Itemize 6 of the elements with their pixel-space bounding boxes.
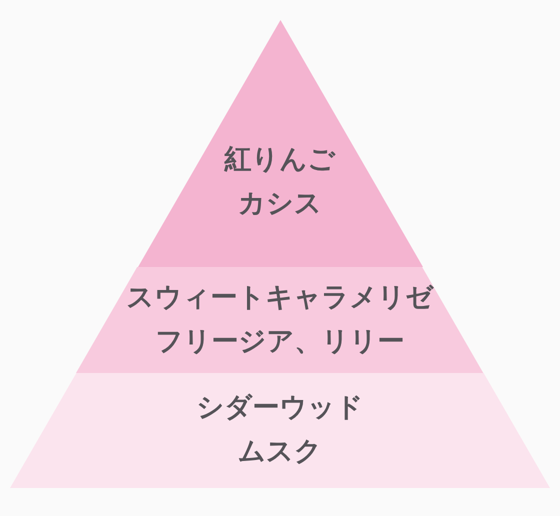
- note-label: フリージア、リリー: [155, 325, 404, 359]
- note-label: シダーウッド: [196, 391, 364, 425]
- note-label: スウィートキャラメリゼ: [126, 281, 434, 315]
- note-label: カシス: [238, 187, 322, 221]
- note-label: 紅りんご: [224, 143, 336, 177]
- note-label: ムスク: [238, 435, 322, 469]
